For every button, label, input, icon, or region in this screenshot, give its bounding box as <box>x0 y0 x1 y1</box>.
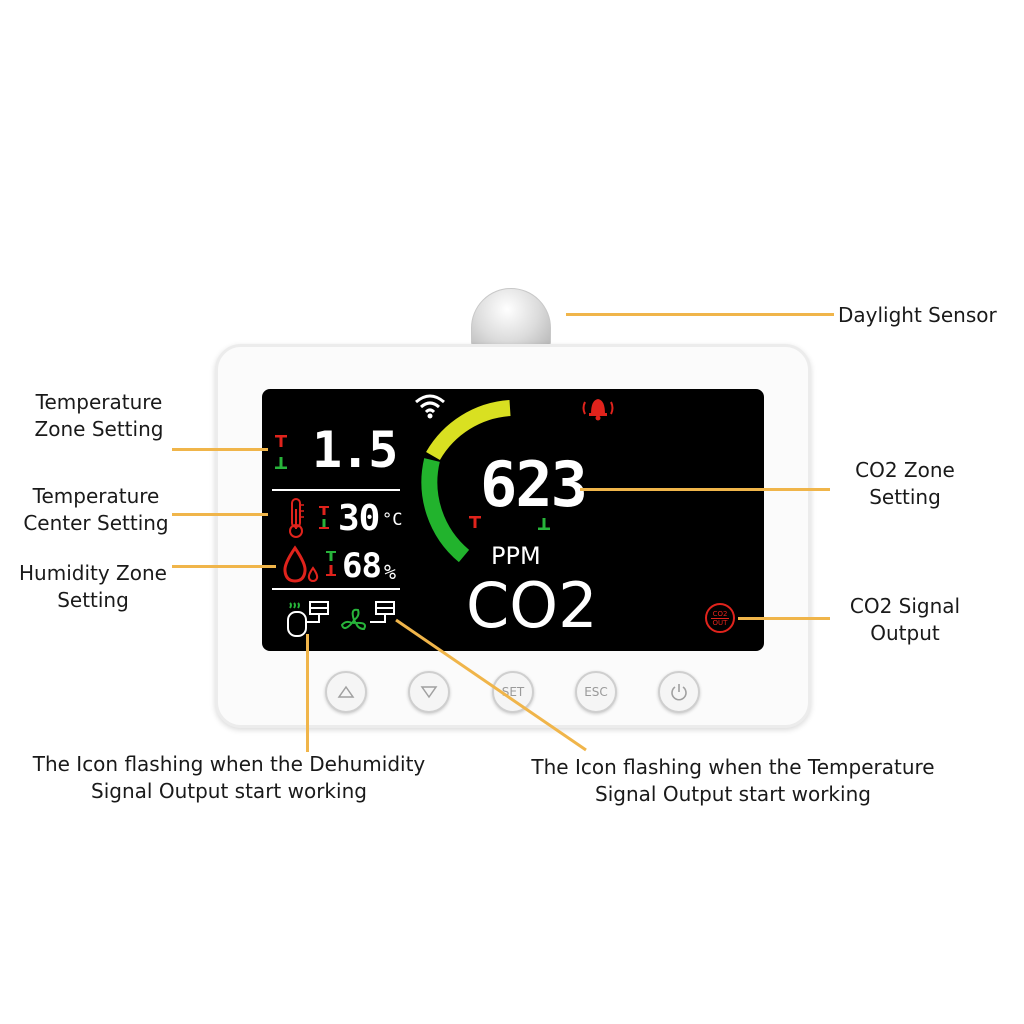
esc-button[interactable]: ESC <box>575 671 617 713</box>
leader-dehumidity-icon <box>306 634 309 752</box>
leader-humidity-zone <box>172 565 276 568</box>
up-button[interactable] <box>325 671 367 713</box>
temp-center-updown-icon <box>319 506 329 529</box>
callout-co2-zone: CO2 Zone Setting <box>855 458 955 509</box>
temp-unit: °C <box>382 510 403 530</box>
humidity-updown-icon <box>326 551 336 576</box>
divider-top <box>272 489 400 491</box>
lcd-screen <box>262 389 764 651</box>
temp-center-value: 30 <box>338 498 380 539</box>
callout-humidity-zone: Humidity Zone Setting <box>19 561 167 612</box>
leader-temp-center <box>172 513 268 516</box>
co2-zone-up-icon <box>469 516 481 528</box>
callout-daylight-sensor: Daylight Sensor <box>838 303 997 327</box>
fan-icon <box>340 601 395 631</box>
callout-temp-center: Temperature Center Setting <box>23 484 169 535</box>
divider-bottom <box>272 588 400 590</box>
co2-label: CO2 <box>466 569 598 642</box>
wifi-icon <box>415 394 445 419</box>
leader-daylight-sensor <box>566 313 834 316</box>
co2-value: 623 <box>480 448 588 521</box>
leader-co2-zone <box>580 488 830 491</box>
leader-co2-signal <box>738 617 830 620</box>
callout-dehumidity-icon: The Icon flashing when the Dehumidity Si… <box>32 752 426 803</box>
callout-co2-signal: CO2 Signal Output <box>849 594 961 645</box>
callout-temperature-icon: The Icon flashing when the Temperature S… <box>531 755 935 806</box>
down-arrow-icon <box>420 686 438 699</box>
humidity-value: 68 <box>342 546 382 586</box>
callout-temp-zone: Temperature Zone Setting <box>34 390 164 441</box>
humidity-drop-icon <box>283 545 319 583</box>
down-button[interactable] <box>408 671 450 713</box>
temp-zone-down-icon <box>275 457 287 469</box>
temp-zone-up-icon <box>275 435 287 447</box>
power-icon <box>671 684 687 701</box>
leader-temp-zone <box>172 448 268 451</box>
thermometer-icon <box>289 498 304 538</box>
temp-zone-value: 1.5 <box>312 421 398 479</box>
alarm-bell-icon <box>582 399 614 421</box>
co2-zone-down-icon <box>538 518 550 530</box>
dehumidifier-icon <box>287 601 329 637</box>
humidity-unit: % <box>384 560 397 584</box>
co2-unit: PPM <box>491 542 541 570</box>
up-arrow-icon <box>337 685 355 698</box>
co2-out-icon: CO2 OUT <box>705 603 735 633</box>
daylight-sensor <box>471 288 551 348</box>
co2-gauge-arc <box>421 400 511 563</box>
power-button[interactable] <box>658 671 700 713</box>
